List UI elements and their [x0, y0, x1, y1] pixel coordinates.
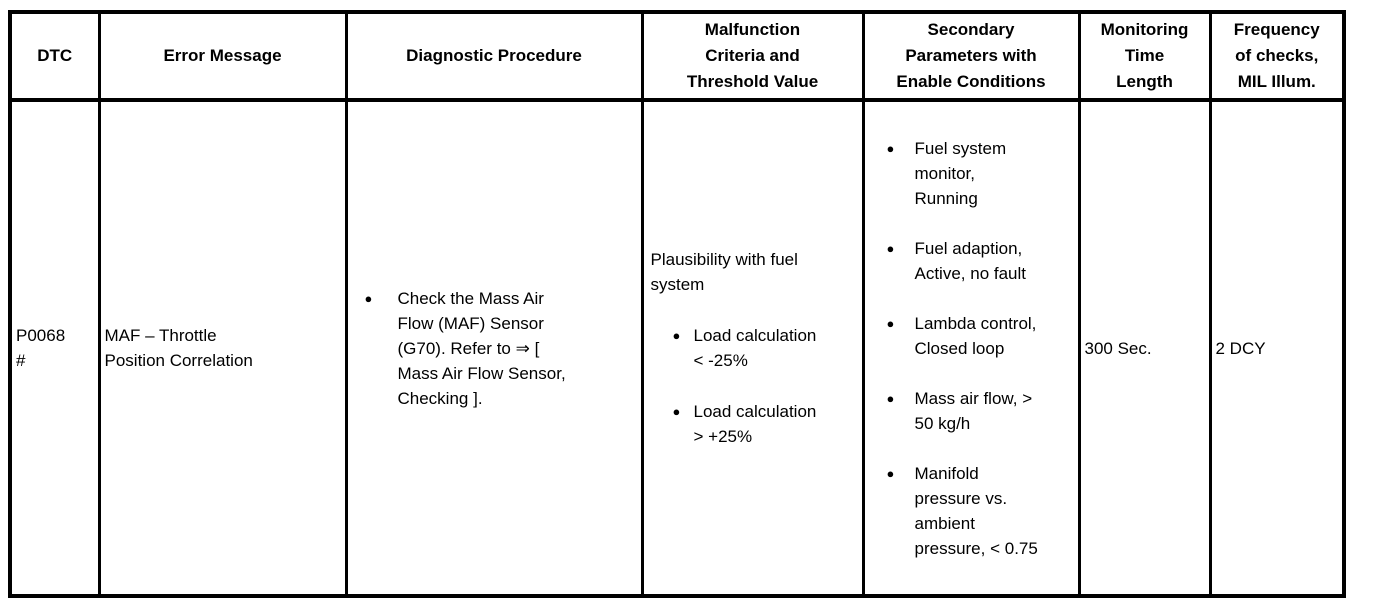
diagnostic-step: ● Check the Mass Air Flow (MAF) Sensor (… [352, 286, 637, 411]
secondary-condition: ● Lambda control, Closed loop [869, 311, 1074, 361]
cell-dtc-code: P0068 # [8, 98, 101, 598]
secondary-condition-text: Fuel system monitor, Running [914, 138, 1007, 208]
col-header-dtc: DTC [8, 10, 101, 102]
bullet-icon: ● [886, 240, 895, 256]
secondary-condition: ● Fuel system monitor, Running [869, 136, 1074, 211]
cell-frequency: 2 DCY [1208, 98, 1346, 598]
header-row: DTC Error Message Diagnostic Procedure M… [8, 10, 1346, 102]
bullet-icon: ● [886, 140, 895, 156]
col-header-diagnostic-procedure: Diagnostic Procedure [344, 10, 644, 102]
cell-diagnostic-procedure: ● Check the Mass Air Flow (MAF) Sensor (… [344, 98, 644, 598]
bullet-icon: ● [364, 290, 373, 306]
malfunction-intro-text: Plausibility with fuel system [650, 250, 798, 294]
cell-monitoring-time: 300 Sec. [1077, 98, 1212, 598]
table-row: P0068 # MAF – Throttle Position Correlat… [8, 98, 1346, 598]
bullet-icon: ● [672, 404, 681, 419]
error-message-text: MAF – Throttle Position Correlation [104, 326, 253, 370]
secondary-condition-text: Fuel adaption, Active, no fault [914, 238, 1027, 283]
col-header-secondary-parameters: Secondary Parameters with Enable Conditi… [861, 10, 1081, 102]
malfunction-criterion: ● Load calculation > +25% [648, 399, 858, 449]
bullet-icon: ● [672, 328, 681, 343]
cell-error-message: MAF – Throttle Position Correlation [97, 98, 348, 598]
frequency-value: 2 DCY [1215, 338, 1266, 358]
secondary-condition: ● Manifold pressure vs. ambient pressure… [869, 461, 1074, 561]
cell-malfunction-criteria: Plausibility with fuel system ● Load cal… [640, 98, 865, 598]
col-header-frequency: Frequency of checks, MIL Illum. [1208, 10, 1346, 102]
dtc-diagnostic-table: DTC Error Message Diagnostic Procedure M… [8, 10, 1346, 598]
malfunction-criterion: ● Load calculation < -25% [648, 323, 858, 373]
secondary-condition: ● Fuel adaption, Active, no fault [869, 236, 1074, 286]
malfunction-criterion-text: Load calculation < -25% [693, 326, 817, 370]
secondary-condition-text: Manifold pressure vs. ambient pressure, … [914, 463, 1038, 558]
secondary-condition: ● Mass air flow, > 50 kg/h [869, 386, 1074, 436]
bullet-icon: ● [886, 390, 895, 406]
bullet-icon: ● [886, 315, 895, 331]
secondary-condition-text: Lambda control, Closed loop [914, 313, 1037, 358]
cell-secondary-parameters: ● Fuel system monitor, Running ● Fuel ad… [861, 98, 1081, 598]
malfunction-criterion-text: Load calculation > +25% [693, 402, 817, 446]
col-header-malfunction-criteria: Malfunction Criteria and Threshold Value [640, 10, 865, 102]
col-header-monitoring-time: Monitoring Time Length [1077, 10, 1212, 102]
monitoring-time-value: 300 Sec. [1084, 338, 1152, 358]
bullet-icon: ● [886, 465, 895, 481]
diagnostic-step-text: Check the Mass Air Flow (MAF) Sensor (G7… [397, 288, 566, 408]
secondary-condition-text: Mass air flow, > 50 kg/h [914, 388, 1033, 433]
col-header-error-message: Error Message [97, 10, 348, 102]
dtc-code: P0068 # [16, 326, 66, 370]
